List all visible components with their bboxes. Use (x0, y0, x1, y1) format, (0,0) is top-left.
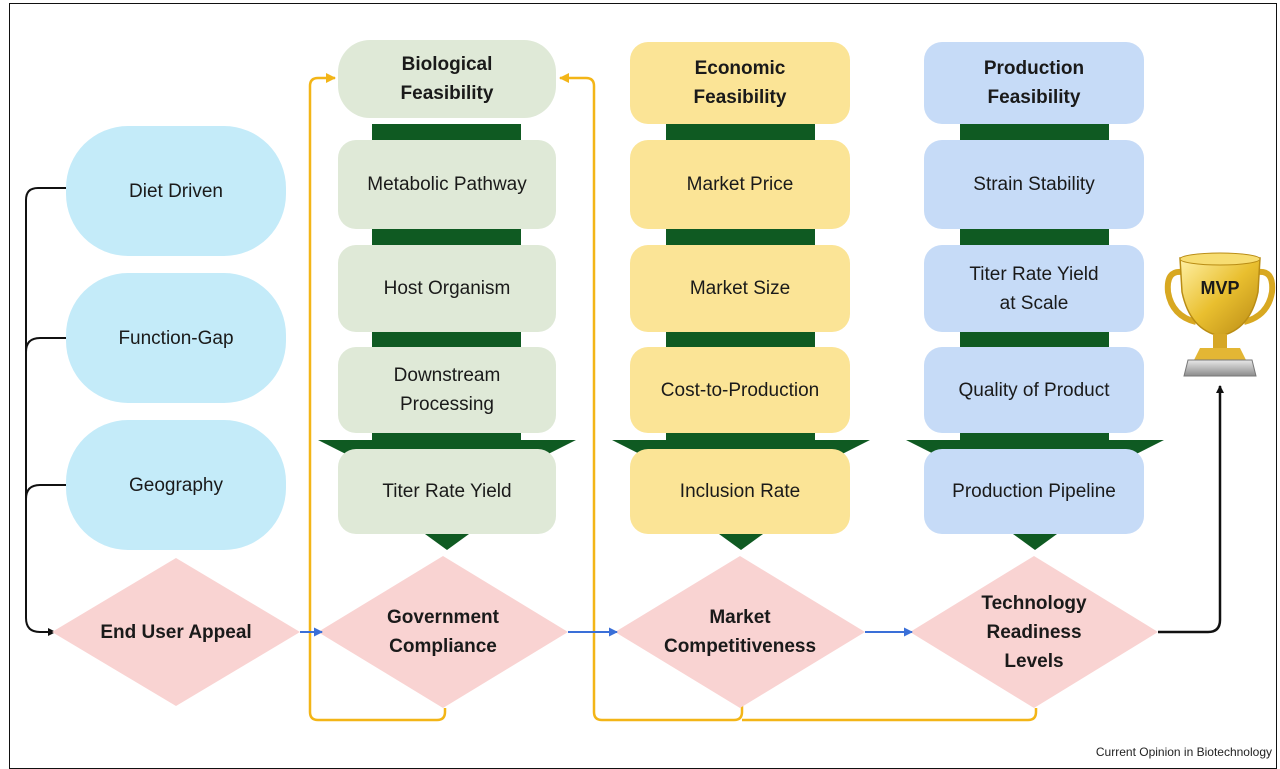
left-branch-line (25, 484, 66, 500)
titer-rate-yield-at-scale-node: Titer Rate Yield at Scale (924, 245, 1144, 332)
to-mvp-arrow (1158, 385, 1224, 634)
connector-bar (666, 229, 815, 245)
quality-of-product-node: Quality of Product (924, 347, 1144, 433)
downstream-processing-node: Downstream Processing (338, 347, 556, 433)
titer-rate-yield-node: Titer Rate Yield (338, 449, 556, 534)
market-competitiveness-label: Market Competitiveness (663, 607, 817, 657)
feedback-loop-arrow (559, 73, 744, 722)
decision-diamond (615, 556, 865, 708)
production-feasibility-header: Production Feasibility (924, 42, 1144, 124)
market-size-node: Market Size (630, 245, 850, 332)
biological-feasibility-header: Biological Feasibility (338, 40, 556, 118)
trophy-icon (1164, 252, 1276, 377)
function-gap-node: Function-Gap (66, 273, 286, 403)
metabolic-pathway-node: Metabolic Pathway (338, 140, 556, 229)
mvp-label: MVP (1200, 278, 1240, 298)
down-triangle (425, 534, 469, 550)
technology-readiness-levels-label: Technology Readiness Levels (981, 592, 1087, 672)
diet-driven-node: Diet Driven (66, 126, 286, 256)
figure-caption: Current Opinion in Biotechnology (1095, 745, 1272, 759)
down-triangle (719, 534, 763, 550)
inclusion-rate-node: Inclusion Rate (630, 449, 850, 534)
feedback-loop-line (742, 708, 1038, 722)
left-bracket-line (25, 187, 66, 636)
government-compliance-label: Government Compliance (387, 607, 499, 657)
economic-feasibility-header: Economic Feasibility (630, 42, 850, 124)
down-triangle (1013, 534, 1057, 550)
connector-bar (372, 332, 521, 348)
market-price-node: Market Price (630, 140, 850, 229)
connector-bar (372, 124, 521, 140)
connector-bar (666, 124, 815, 140)
connector-bar (666, 432, 815, 442)
strain-stability-node: Strain Stability (924, 140, 1144, 229)
production-pipeline-node: Production Pipeline (924, 449, 1144, 534)
geography-node: Geography (66, 420, 286, 550)
connector-bar (960, 124, 1109, 140)
left-branch-line (25, 337, 66, 353)
feedback-loop-arrow (308, 73, 447, 722)
connector-bar (372, 229, 521, 245)
cost-to-production-node: Cost-to-Production (630, 347, 850, 433)
decision-diamond (52, 558, 300, 706)
decision-diamond (910, 556, 1158, 708)
connector-bar (666, 332, 815, 348)
end-user-appeal-label: End User Appeal (100, 621, 252, 643)
connector-bar (372, 432, 521, 442)
connector-bar (960, 332, 1109, 348)
decision-diamond (318, 556, 568, 708)
connector-bar (960, 432, 1109, 442)
host-organism-node: Host Organism (338, 245, 556, 332)
connector-bar (960, 229, 1109, 245)
